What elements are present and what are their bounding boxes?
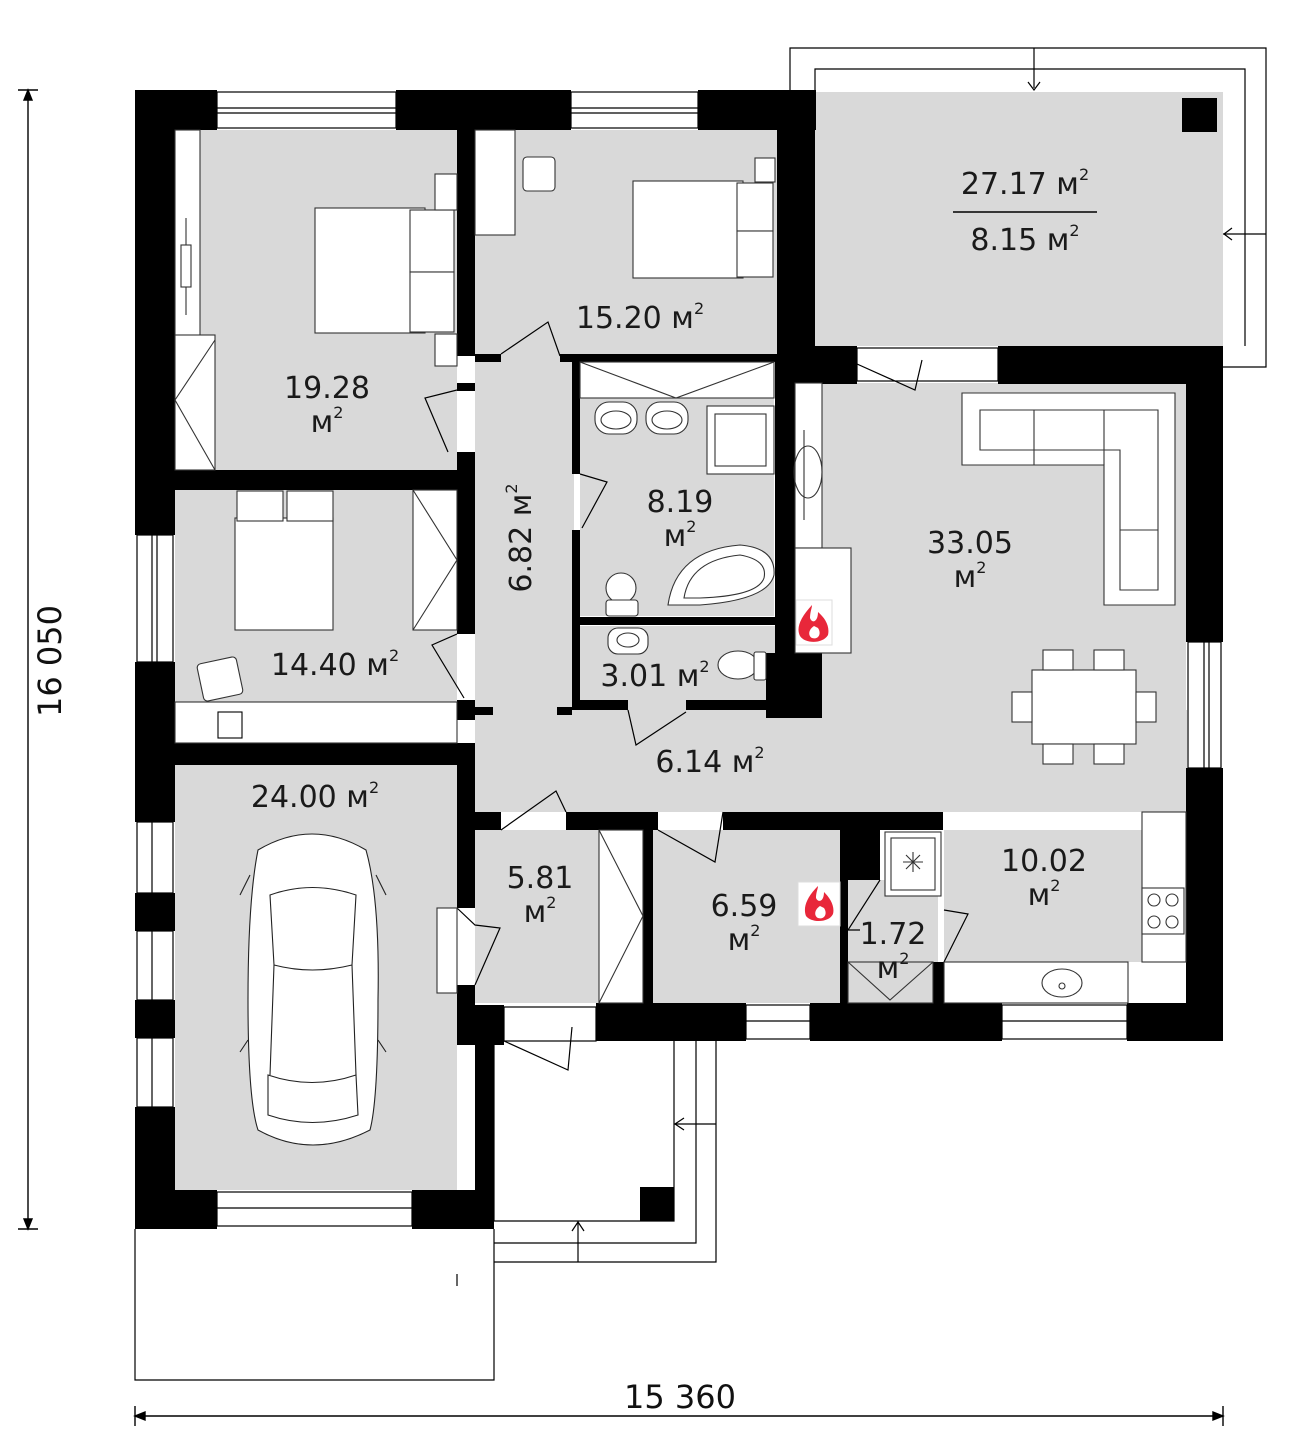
room-value: 3.01: [600, 659, 668, 694]
dimension-height: 16 050: [31, 605, 69, 717]
unit-sup: 2: [1069, 221, 1080, 240]
doors: [424, 321, 969, 1071]
room-area-wc: 3.01 м2: [585, 657, 725, 694]
unit: м: [310, 405, 334, 440]
room-value: 8.15: [970, 223, 1038, 258]
unit: м: [346, 780, 369, 815]
unit-sup: 2: [686, 517, 697, 536]
unit: м: [676, 659, 700, 694]
unit-sup: 2: [502, 483, 521, 494]
unit: м: [727, 923, 751, 958]
room-area-living-room: 33.05 м2: [910, 527, 1030, 595]
windows: [136, 91, 1222, 1227]
room-area-terrace-back: 27.17 м2: [945, 165, 1105, 202]
room-area-hall: 6.14 м2: [635, 743, 785, 780]
unit: м: [671, 301, 694, 336]
bathtub-icon: [667, 544, 775, 606]
unit: м: [1056, 167, 1079, 202]
room-area-bedroom-1: 19.28 м2: [262, 372, 392, 440]
room-area-vestibule: 5.81 м2: [490, 862, 590, 930]
unit-sup: 2: [899, 949, 910, 968]
bed-icon-3: [234, 490, 334, 631]
room-area-boiler-room: 6.59 м2: [694, 890, 794, 958]
furniture: [174, 129, 1187, 1146]
unit-sup: 2: [368, 778, 380, 797]
room-value: 19.28: [284, 371, 370, 406]
room-value: 33.05: [927, 526, 1013, 561]
sofa-icon: [961, 392, 1176, 606]
room-area-garage: 24.00 м2: [235, 778, 395, 815]
room-value: 6.82: [504, 525, 539, 593]
room-area-bathroom: 8.19 м2: [630, 486, 730, 554]
fireplace-icon: [795, 599, 833, 646]
boiler-flame-icon: [797, 881, 841, 927]
room-value: 24.00: [250, 780, 337, 815]
room-value: 15.20: [575, 301, 662, 336]
room-value: 1.72: [859, 917, 927, 952]
unit-sup: 2: [546, 893, 557, 912]
unit: м: [504, 493, 539, 517]
room-area-corridor: 6.82 м2: [502, 463, 539, 613]
toilet-icon: [605, 572, 639, 617]
unit: м: [953, 560, 977, 595]
room-value: 8.19: [646, 485, 714, 520]
room-value: 14.40: [270, 648, 357, 683]
room-value: 10.02: [1001, 844, 1087, 879]
room-area-kitchen: 10.02 м2: [984, 845, 1104, 913]
room-value: 5.81: [506, 861, 574, 896]
dimension-lines: [18, 88, 1225, 1426]
car-icon: [239, 833, 387, 1146]
room-area-bedroom-3: 14.40 м2: [255, 646, 415, 683]
bed-icon: [314, 173, 458, 367]
terraces: [134, 47, 1267, 1381]
unit-sup: 2: [333, 403, 344, 422]
dining-table-icon: [1011, 649, 1157, 765]
room-value: 27.17: [960, 167, 1047, 202]
unit-sup: 2: [388, 646, 400, 665]
unit: м: [523, 895, 547, 930]
unit: м: [1046, 223, 1070, 258]
dimension-width: 15 360: [624, 1378, 736, 1416]
room-value: 6.14: [655, 745, 723, 780]
unit: м: [663, 519, 687, 554]
room-value: 6.59: [710, 889, 778, 924]
room-area-bedroom-2: 15.20 м2: [560, 299, 720, 336]
unit-sup: 2: [1050, 876, 1061, 895]
room-area-terrace-back-inner: 8.15 м2: [945, 221, 1105, 258]
unit: м: [1027, 878, 1051, 913]
unit-sup: 2: [1078, 165, 1090, 184]
unit: м: [876, 951, 900, 986]
unit-sup: 2: [750, 921, 761, 940]
fridge-icon: [884, 831, 942, 897]
unit-sup: 2: [699, 657, 710, 676]
unit-sup: 2: [754, 743, 765, 762]
room-area-pantry: 1.72 м2: [848, 918, 938, 986]
unit-sup: 2: [693, 299, 705, 318]
walls: [135, 90, 1223, 1229]
unit: м: [731, 745, 755, 780]
unit: м: [366, 648, 389, 683]
bed-icon-2: [632, 157, 776, 279]
unit-sup: 2: [976, 558, 987, 577]
